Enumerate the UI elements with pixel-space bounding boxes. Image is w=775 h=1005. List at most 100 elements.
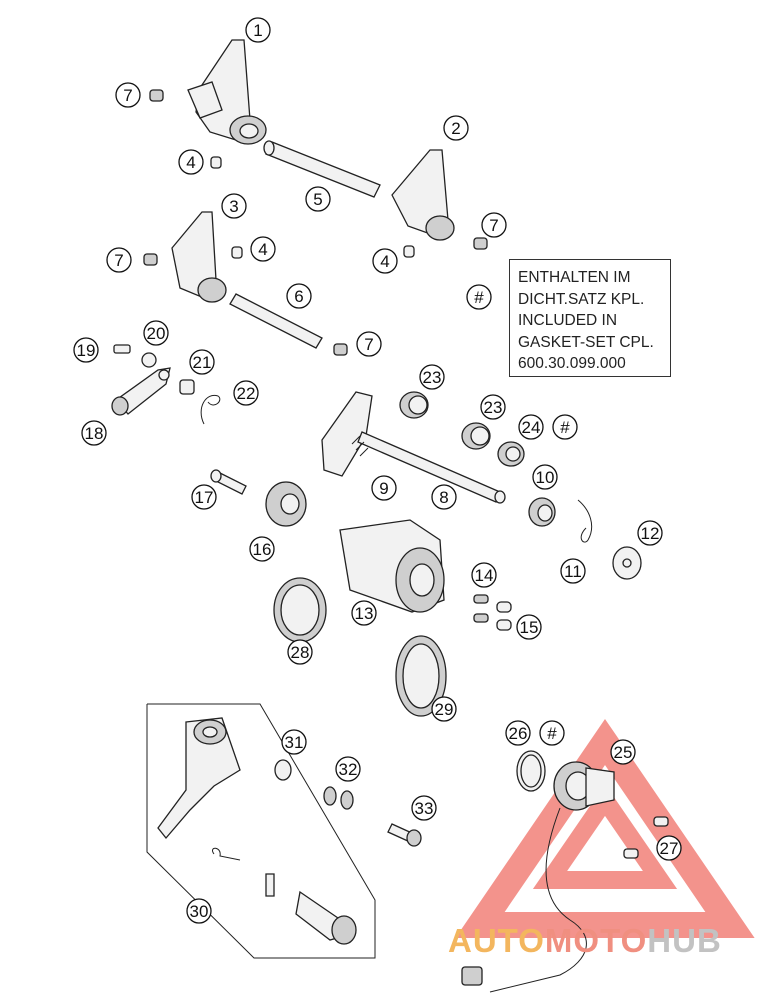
callout-label: 18	[85, 424, 104, 443]
callout-hash: #	[552, 414, 578, 440]
callout-circle	[505, 720, 531, 746]
callout-label: 23	[423, 368, 442, 387]
callout-label: 1	[253, 21, 262, 40]
callout-28: 28	[287, 639, 313, 665]
callout-24: 24	[518, 414, 544, 440]
shift-drum-locating-16	[265, 481, 307, 527]
callout-circle	[189, 349, 215, 375]
shift-fork-2	[391, 149, 455, 241]
shift-drum-13	[339, 519, 445, 613]
callout-7: 7	[115, 82, 141, 108]
callout-label: #	[547, 724, 557, 743]
callout-4: 4	[178, 149, 204, 175]
callout-label: 23	[484, 398, 503, 417]
gear-position-sensor-25	[461, 761, 615, 993]
callout-label: 20	[147, 324, 166, 343]
pins-15	[496, 601, 512, 631]
callout-circle	[518, 414, 544, 440]
callout-label: 25	[614, 743, 633, 762]
callout-label: 4	[186, 153, 195, 172]
callout-29: 29	[431, 696, 457, 722]
shift-shaft-8	[321, 391, 506, 504]
callout-circle	[186, 898, 212, 924]
callout-label: 5	[313, 190, 322, 209]
callout-label: 7	[114, 251, 123, 270]
callout-32: 32	[335, 756, 361, 782]
callout-hash: #	[466, 284, 492, 310]
callout-circle	[233, 380, 259, 406]
watermark-text: AUTOMOTOHUB	[448, 922, 722, 960]
callout-8: 8	[431, 484, 457, 510]
spring-9	[351, 435, 369, 457]
washers-32	[323, 786, 354, 810]
callout-23: 23	[480, 394, 506, 420]
callout-2: 2	[443, 115, 469, 141]
callout-circle	[372, 248, 398, 274]
callout-circle	[281, 729, 307, 755]
callout-circle	[610, 739, 636, 765]
fork-shaft-6	[229, 293, 323, 349]
callout-circle	[351, 600, 377, 626]
callout-circle	[516, 614, 542, 640]
callout-circle	[249, 536, 275, 562]
callout-label: 2	[451, 119, 460, 138]
callout-circle	[411, 795, 437, 821]
callout-label: 3	[229, 197, 238, 216]
washer-20	[141, 352, 157, 368]
callout-30: 30	[186, 898, 212, 924]
screw-17	[210, 469, 247, 495]
callout-label: 13	[355, 604, 374, 623]
shift-lever-18	[111, 367, 171, 416]
callout-circle	[637, 520, 663, 546]
callout-circle	[419, 364, 445, 390]
callout-circle	[431, 484, 457, 510]
callout-5: 5	[305, 186, 331, 212]
screws-27	[623, 816, 669, 859]
callout-label: 8	[439, 488, 448, 507]
callout-12: 12	[637, 520, 663, 546]
callout-11: 11	[560, 558, 586, 584]
callout-circle	[81, 420, 107, 446]
ball-bearing-28	[273, 577, 327, 643]
callout-hash: #	[539, 720, 565, 746]
callout-circle	[287, 639, 313, 665]
shift-pedal-assembly-30	[146, 703, 376, 959]
callout-label: 21	[193, 353, 212, 372]
callout-label: 9	[379, 479, 388, 498]
callout-31: 31	[281, 729, 307, 755]
callout-label: 7	[364, 335, 373, 354]
callout-16: 16	[249, 536, 275, 562]
guide-bushing-10	[528, 497, 556, 527]
springs-14	[473, 594, 489, 623]
callout-label: 26	[509, 724, 528, 743]
callout-26: 26	[505, 720, 531, 746]
callout-circle	[481, 212, 507, 238]
callout-label: 30	[190, 902, 209, 921]
o-ring-26	[516, 750, 546, 792]
callout-circle	[73, 337, 99, 363]
callout-circle	[221, 193, 247, 219]
callout-label: 33	[415, 799, 434, 818]
callout-circle	[443, 115, 469, 141]
screw-33	[387, 823, 422, 847]
callout-label: 19	[77, 341, 96, 360]
callout-label: 32	[339, 760, 358, 779]
callout-4: 4	[250, 236, 276, 262]
callout-circle	[656, 835, 682, 861]
callout-13: 13	[351, 600, 377, 626]
watermark-triangle-logo	[455, 718, 755, 938]
callout-label: 10	[536, 468, 555, 487]
callout-circle	[143, 320, 169, 346]
callout-25: 25	[610, 739, 636, 765]
bearings-23	[399, 391, 491, 450]
callout-label: 24	[522, 418, 541, 437]
callout-circle	[245, 17, 271, 43]
spring-clip-11	[577, 499, 593, 543]
callout-circle	[106, 247, 132, 273]
washer-12	[612, 546, 642, 580]
callout-label: 14	[475, 566, 494, 585]
callout-23: 23	[419, 364, 445, 390]
callout-circle	[471, 562, 497, 588]
callout-circle	[532, 464, 558, 490]
